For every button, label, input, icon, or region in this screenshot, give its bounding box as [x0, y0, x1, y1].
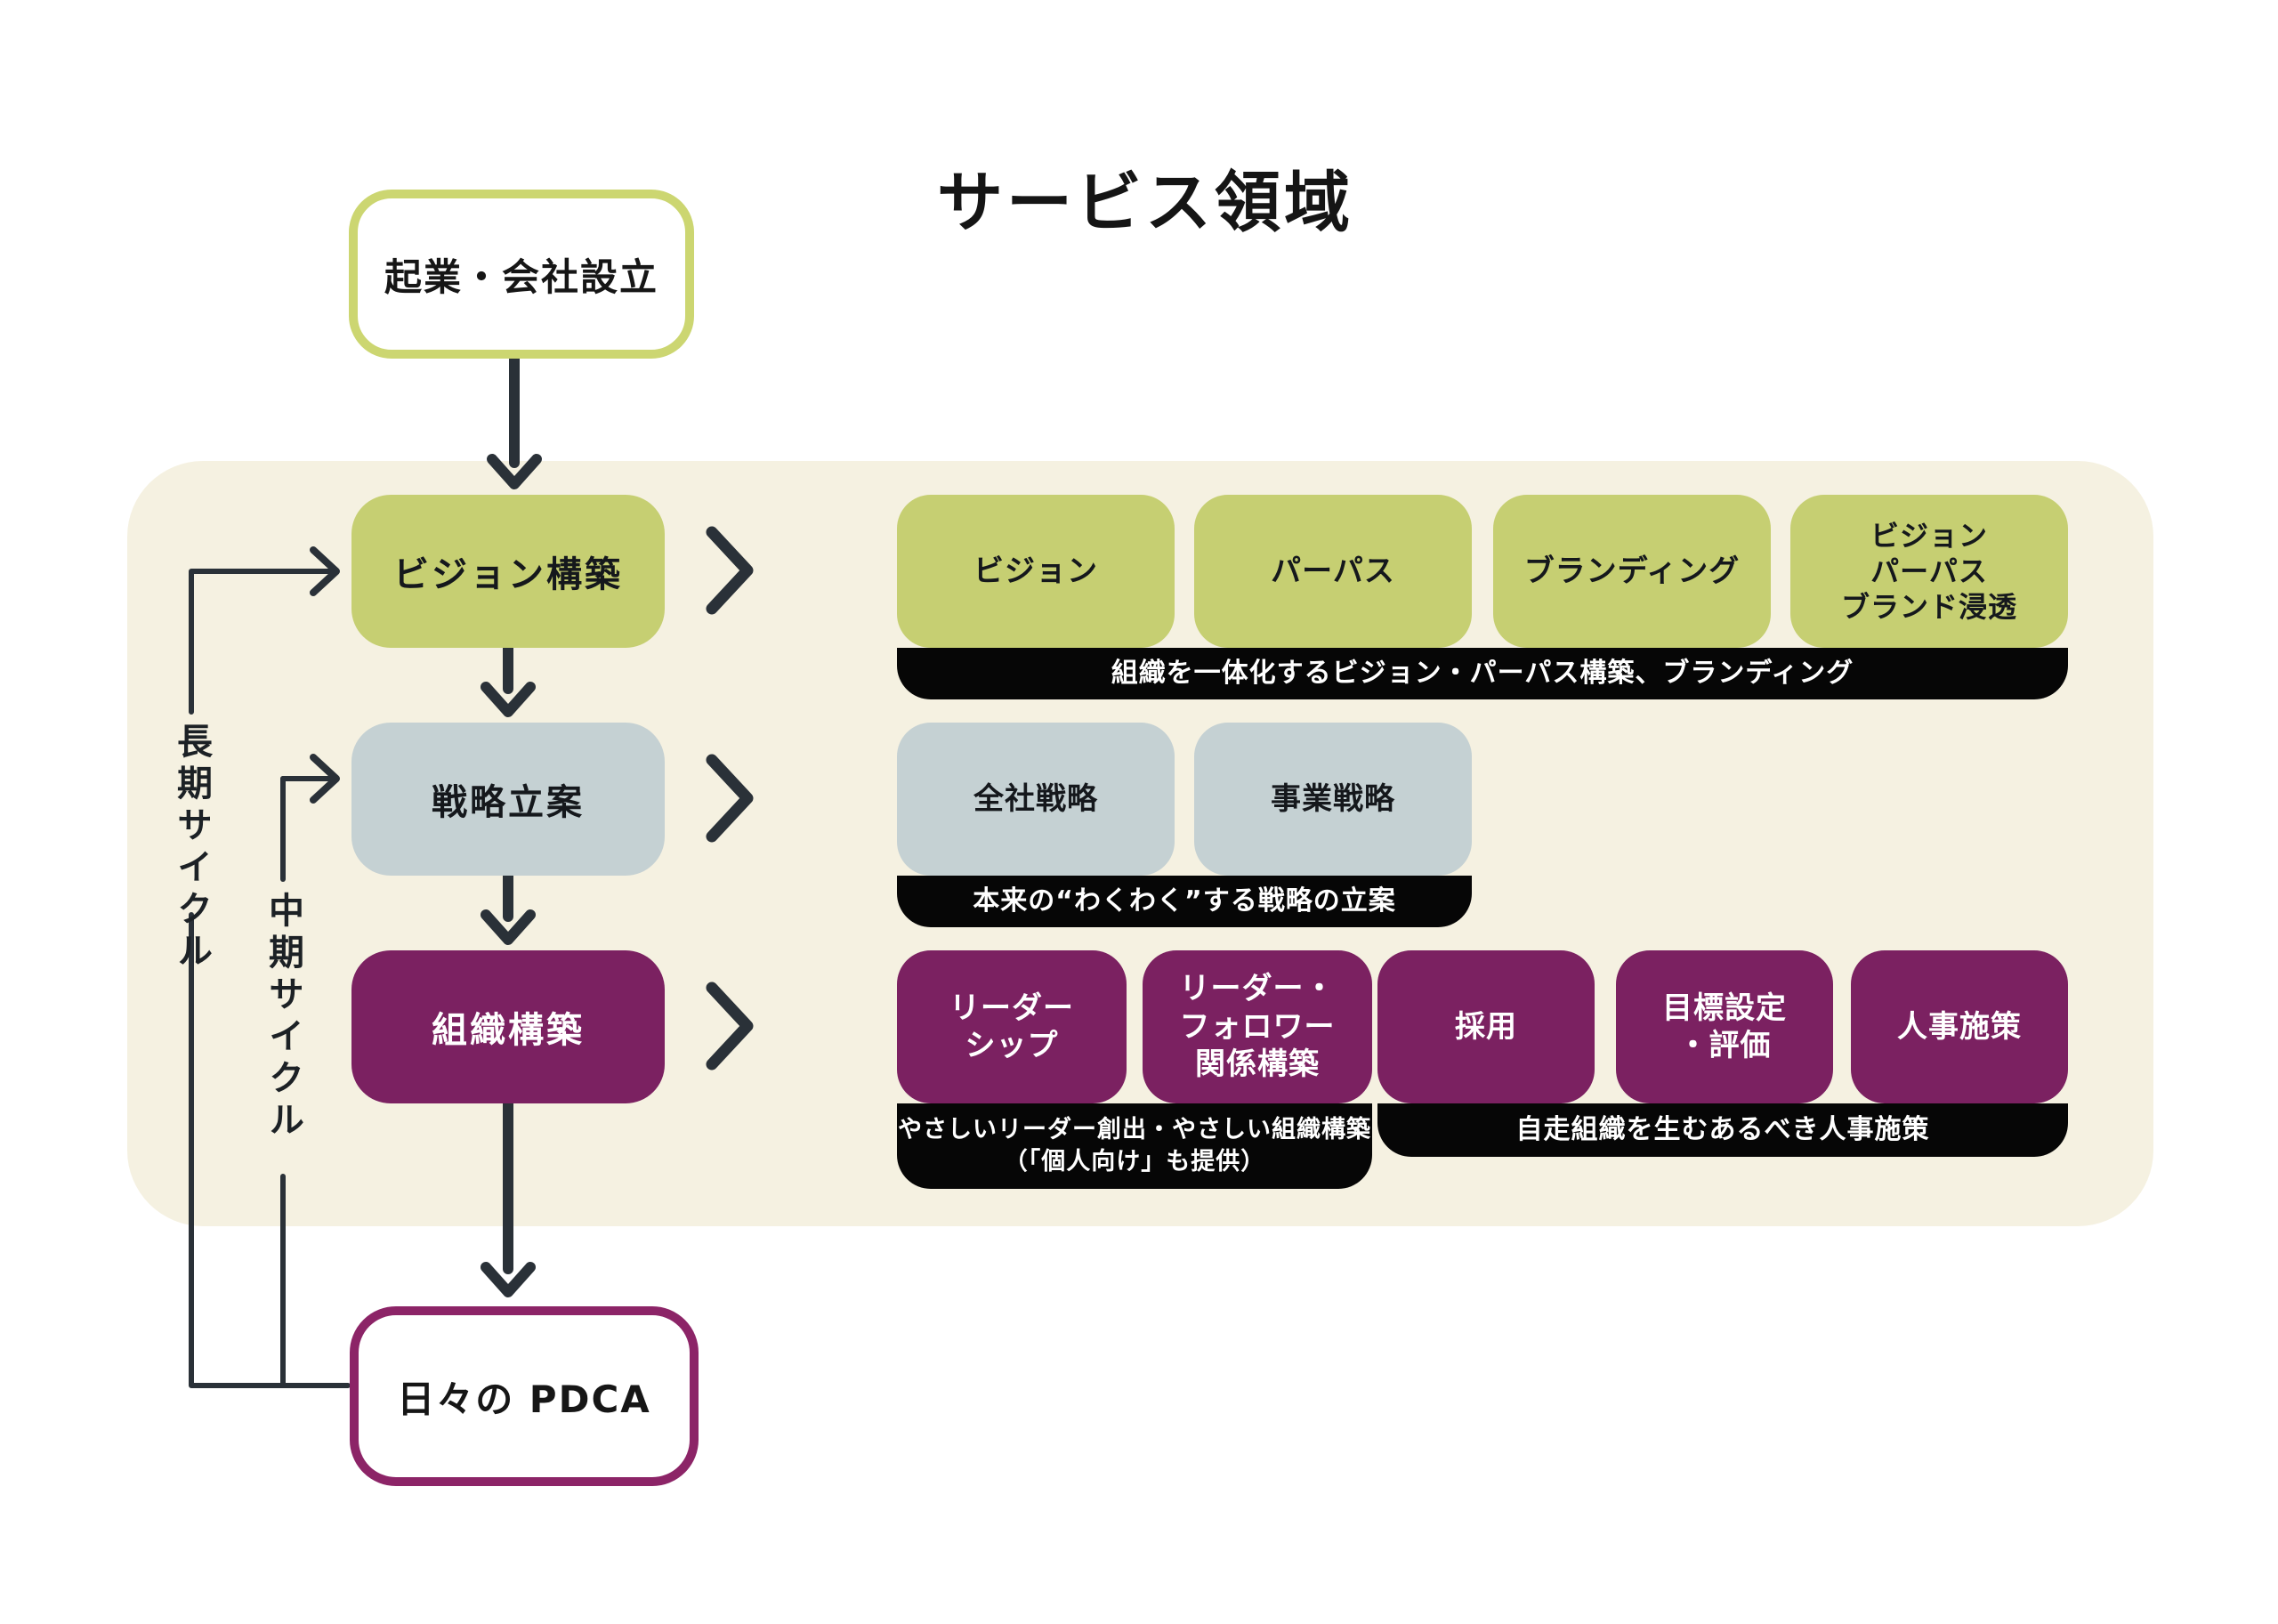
long-cycle-label: 長期サイクル: [171, 723, 212, 974]
start-node-label: 起業・会社設立: [384, 255, 658, 299]
caption-vision: 組織を一体化するビジョン・パーパス構築、ブランディング: [897, 648, 2068, 699]
caption-hr: 自走組織を生むあるべき人事施策: [1377, 1103, 2068, 1157]
pdca-node: 日々の PDCA: [350, 1306, 699, 1486]
caption-strategy: 本来の“わくわく”する戦略の立案: [897, 876, 1472, 927]
service-item-leader-follower: リーダー・ フォロワー 関係構築: [1143, 950, 1372, 1103]
mid-cycle-arrowhead: [310, 754, 340, 804]
long-cycle-line-top: [189, 569, 334, 715]
arrowhead-strategy-to-organization: [481, 909, 536, 945]
stage-vision-label: ビジョン構築: [393, 554, 623, 595]
mid-cycle-label: 中期サイクル: [263, 892, 303, 1143]
arrowhead-vision-to-strategy: [481, 682, 536, 717]
arrowhead-organization-to-pdca: [481, 1262, 536, 1297]
stage-box-vision: ビジョン構築: [351, 495, 665, 648]
service-item-purpose: パーパス: [1194, 495, 1472, 648]
long-cycle-arrowhead: [310, 546, 340, 596]
chevron-right-icon-row3: [706, 982, 754, 1071]
service-item-branding: ブランディング: [1493, 495, 1771, 648]
pdca-node-label: 日々の PDCA: [397, 1377, 651, 1421]
page-title: サービス領域: [937, 165, 1353, 241]
service-item-hr-policy: 人事施策: [1851, 950, 2068, 1103]
service-item-brand-penetration: ビジョン パーパス ブランド浸透: [1790, 495, 2068, 648]
start-node: 起業・会社設立: [349, 190, 694, 359]
service-item-corporate-strategy: 全社戦略: [897, 723, 1175, 876]
service-item-business-strategy: 事業戦略: [1194, 723, 1472, 876]
stage-box-strategy: 戦略立案: [351, 723, 665, 876]
stage-organization-label: 組織構築: [432, 1010, 585, 1051]
service-item-vision: ビジョン: [897, 495, 1175, 648]
service-item-goal-evaluation: 目標設定 ・評価: [1616, 950, 1833, 1103]
caption-leadership: やさしいリーダー創出・やさしい組織構築 （「個人向け」も提供）: [897, 1103, 1372, 1189]
service-item-leadership: リーダー シップ: [897, 950, 1127, 1103]
stage-box-organization: 組織構築: [351, 950, 665, 1103]
stage-strategy-label: 戦略立案: [432, 782, 585, 823]
chevron-right-icon-row1: [706, 526, 754, 615]
arrowhead-start-to-vision: [487, 454, 542, 489]
chevron-right-icon-row2: [706, 754, 754, 843]
service-item-recruiting: 採用: [1377, 950, 1595, 1103]
long-cycle-line-bottom: [189, 912, 351, 1388]
